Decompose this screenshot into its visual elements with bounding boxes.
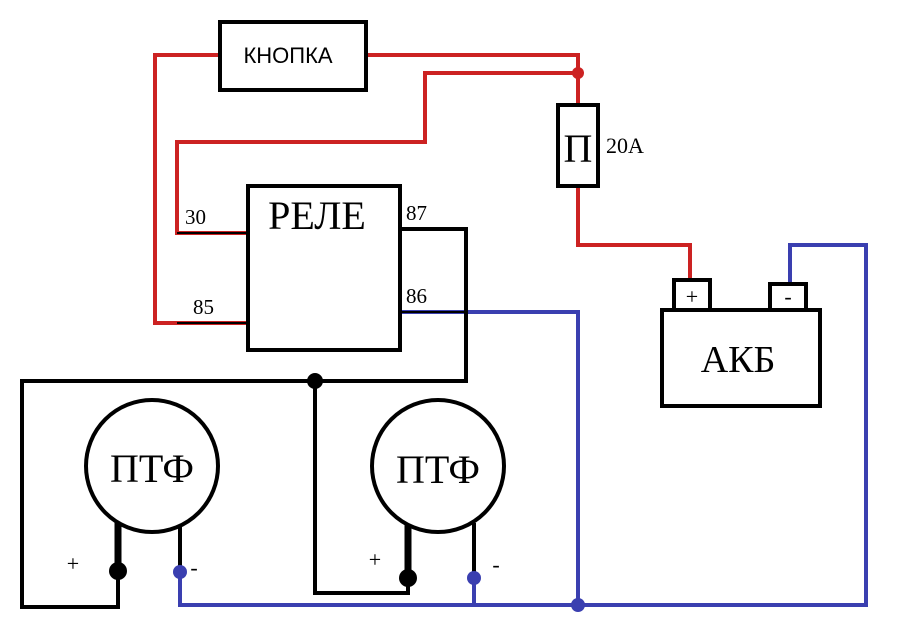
junction-dots [109, 67, 585, 612]
wire-ground-bus [178, 243, 868, 607]
button-component: КНОПКА [218, 20, 368, 92]
fuse-component: П 20А [556, 103, 644, 188]
relay-pin-86: 86 [406, 284, 427, 308]
junction-blue-dot-left-lamp [173, 565, 187, 579]
junction-blue-dot-bus [571, 598, 585, 612]
lamp-left-minus: - [190, 555, 197, 580]
button-label: КНОПКА [243, 43, 332, 68]
wire-button-to-relay-85 [153, 53, 248, 325]
fuse-label: П [564, 126, 593, 171]
red-wires [153, 53, 692, 325]
battery-component: + - АКБ [660, 278, 822, 408]
junction-blue-dot-right-lamp [467, 571, 481, 585]
relay-label: РЕЛЕ [268, 193, 366, 238]
lamp-right-minus: - [492, 552, 499, 577]
relay-pin-30: 30 [185, 205, 206, 229]
relay-pin-87: 87 [406, 201, 427, 225]
battery-minus: - [784, 284, 791, 309]
lamp-left: ПТФ + - [67, 398, 220, 580]
wire-button-to-fuse [366, 53, 580, 105]
junction-black-dot-right-lamp [399, 569, 417, 587]
lamp-left-plus: + [67, 551, 79, 576]
battery-plus: + [686, 284, 698, 309]
junction-black-dot-top [307, 373, 323, 389]
wire-fuse-to-battery-plus [576, 186, 692, 280]
lamp-right: ПТФ + - [369, 398, 506, 578]
battery-label: АКБ [701, 339, 776, 381]
junction-black-dot-left-lamp [109, 562, 127, 580]
lamp-right-plus: + [369, 547, 381, 572]
junction-red-dot [572, 67, 584, 79]
relay-component: РЕЛЕ 30 85 87 86 [185, 184, 427, 352]
lamp-left-label: ПТФ [110, 446, 194, 491]
relay-pin-85: 85 [193, 295, 214, 319]
lamp-right-label: ПТФ [396, 447, 480, 492]
fuse-rating: 20А [606, 133, 644, 158]
